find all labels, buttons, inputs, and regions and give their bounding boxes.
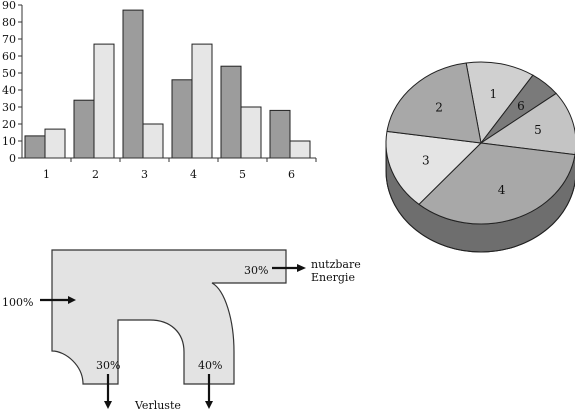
loss-arrow-a-head: [104, 401, 112, 409]
x-tick-label: 5: [239, 168, 246, 181]
pie-slice-label: 3: [422, 154, 430, 168]
pie-slice: [465, 61, 534, 145]
bar: [44, 128, 66, 159]
bar: [171, 79, 193, 159]
y-tick-label: 10: [2, 135, 16, 148]
pie-slice-label: 2: [435, 101, 443, 115]
y-tick-label: 30: [2, 101, 16, 114]
x-tick-label: 4: [190, 168, 197, 181]
loss-arrow-b-head: [205, 401, 213, 409]
useful-label-line2: Energie: [311, 271, 355, 284]
input-arrow-head: [68, 296, 76, 304]
pie-slice: [418, 142, 575, 225]
x-tick-label: 3: [141, 168, 148, 181]
energy-flow-diagram: 100% 30% nutzbare Energie 30% 40% Verlus…: [2, 249, 361, 411]
useful-percent-label: 30%: [244, 264, 268, 277]
bar: [73, 99, 95, 159]
bar: [289, 140, 311, 159]
x-tick-label: 1: [43, 168, 50, 181]
useful-label-line1: nutzbare: [311, 258, 361, 271]
useful-arrow-head: [297, 264, 306, 272]
x-tick-label: 2: [92, 168, 99, 181]
pie-slice-label: 4: [498, 183, 506, 197]
loss-a-label: 30%: [96, 359, 120, 372]
pie-rim-edge: [385, 143, 575, 253]
bar: [24, 135, 46, 159]
bar: [142, 123, 164, 159]
bar: [122, 9, 144, 159]
bar: [240, 106, 262, 159]
y-tick-label: 0: [9, 152, 16, 165]
pie-slice: [386, 62, 482, 144]
bar-chart: 0 10 20 30 40 50 60 70 80 90 1 2 3 4 5 6: [2, 0, 317, 181]
pie-slice: [385, 130, 483, 205]
pie-chart: 1 65 4 3 2: [385, 61, 575, 253]
input-label: 100%: [2, 296, 33, 309]
flow-body: [51, 249, 287, 385]
losses-label: Verluste: [134, 399, 181, 411]
x-tick-label: 6: [288, 168, 295, 181]
y-tick-label: 50: [2, 67, 16, 80]
pie-slice-label: 1: [489, 87, 497, 101]
loss-b-label: 40%: [198, 359, 222, 372]
bar: [269, 109, 291, 159]
pie-slice-label: 5: [534, 123, 542, 137]
y-tick-label: 40: [2, 84, 16, 97]
bar: [93, 43, 115, 159]
y-tick-label: 70: [2, 33, 16, 46]
bar: [220, 65, 242, 159]
y-tick-label: 20: [2, 118, 16, 131]
y-tick-label: 60: [2, 50, 16, 63]
y-tick-label: 80: [2, 16, 16, 29]
bar: [191, 43, 213, 159]
pie-slice: [479, 92, 575, 156]
y-tick-label: 90: [2, 0, 16, 12]
pie-slice-label: 6: [517, 99, 525, 113]
